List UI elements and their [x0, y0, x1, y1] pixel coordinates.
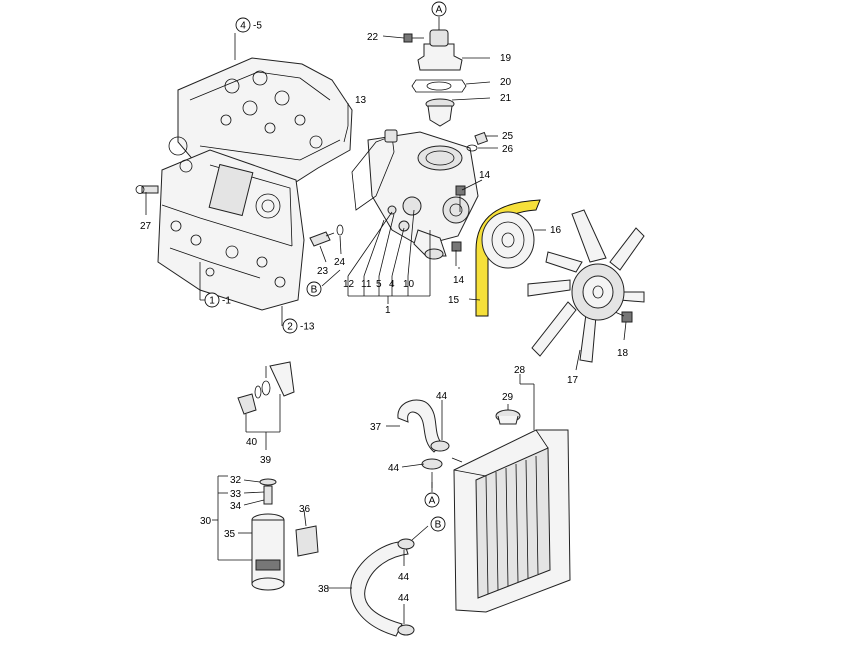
ref-a-top-label: A	[436, 5, 443, 16]
water-pump-part	[351, 129, 479, 260]
callout-18: 18	[617, 348, 629, 359]
coolant-filter-part	[251, 478, 319, 591]
callout-circle-1	[204, 292, 220, 308]
callout-44-b: 44	[388, 463, 400, 474]
fan-pulley-part	[481, 211, 535, 269]
callout-34: 34	[230, 501, 242, 512]
callout-14-bottom: 14	[453, 275, 465, 286]
callout-23: 23	[317, 266, 329, 277]
callout-15: 15	[448, 295, 460, 306]
thermostat-housing-part	[403, 29, 489, 152]
callout-21: 21	[500, 93, 512, 104]
callout-4-range: -5	[253, 21, 262, 32]
callout-24: 24	[334, 257, 346, 268]
callout-44-a: 44	[436, 391, 448, 402]
callout-37: 37	[370, 422, 382, 433]
callout-1: 1	[385, 305, 391, 316]
callout-28: 28	[514, 365, 526, 376]
callout-27: 27	[140, 221, 152, 232]
callout-44-d: 44	[398, 593, 410, 604]
callout-22: 22	[367, 32, 379, 43]
engine-block-part	[135, 57, 353, 311]
callout-30: 30	[200, 516, 212, 527]
callout-39: 39	[260, 455, 272, 466]
callout-4: 4	[389, 279, 395, 290]
callout-33: 33	[230, 489, 242, 500]
radiator-hose-parts	[350, 399, 463, 637]
callout-35: 35	[224, 529, 236, 540]
ref-b-left-label: B	[311, 285, 318, 296]
callout-11: 11	[361, 279, 372, 290]
callout-4-number: 4	[240, 21, 246, 32]
drain-cock-part	[237, 361, 295, 415]
callout-5: 5	[376, 279, 382, 290]
callout-1-range: -1	[222, 296, 231, 307]
callout-17: 17	[567, 375, 579, 386]
callout-29: 29	[502, 392, 514, 403]
callout-44-c: 44	[398, 572, 410, 583]
leader-lines	[145, 17, 627, 624]
callout-10: 10	[403, 279, 415, 290]
radiator-part	[453, 409, 571, 613]
callout-13: 13	[355, 95, 367, 106]
callout-20: 20	[500, 77, 512, 88]
callout-16: 16	[550, 225, 562, 236]
callout-14-top: 14	[479, 170, 491, 181]
ref-a-mid-label: A	[429, 496, 436, 507]
ref-circle-a-mid	[424, 492, 440, 508]
ref-circle-b-left	[306, 281, 322, 297]
ref-circle-b-right	[430, 516, 446, 532]
callout-32: 32	[230, 475, 242, 486]
callout-38: 38	[318, 584, 330, 595]
callout-2-range: -13	[300, 322, 315, 333]
callout-40: 40	[246, 437, 258, 448]
callout-2-number: 2	[287, 322, 293, 333]
callout-36: 36	[299, 504, 311, 515]
callout-circle-4	[235, 17, 251, 33]
callout-12: 12	[343, 279, 355, 290]
callout-25: 25	[502, 131, 514, 142]
callout-labels: 4 -5 1 -1 2 -13 13 27 22 19 20 21 25 26 …	[140, 1, 629, 604]
ref-b-right-label: B	[435, 520, 442, 531]
callout-circle-2	[282, 318, 298, 334]
callout-1-number: 1	[209, 296, 215, 307]
callout-19: 19	[500, 53, 512, 64]
cooling-fan-part	[527, 209, 645, 363]
callout-26: 26	[502, 144, 514, 155]
ref-circle-a-top	[431, 1, 447, 17]
